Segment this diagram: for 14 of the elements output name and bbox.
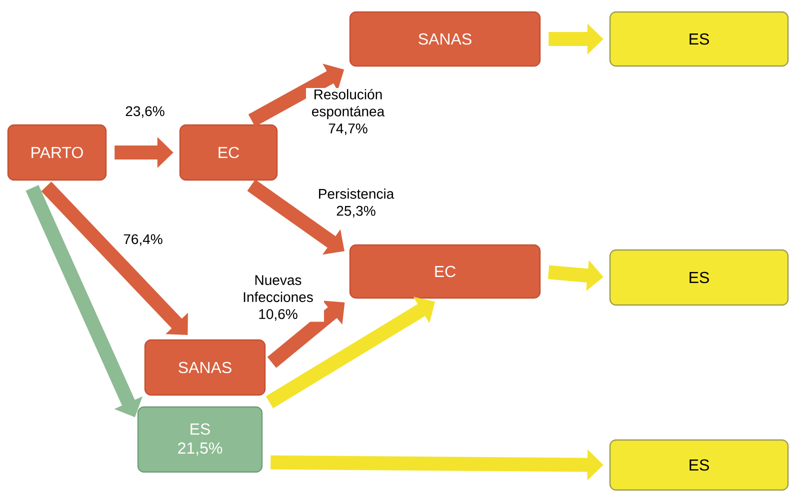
edge-label: Resolución espontánea 74,7% — [306, 88, 390, 136]
edge-label: 76,4% — [122, 233, 164, 247]
flow-box: ES 21,5% — [137, 406, 263, 473]
flow-box: SANAS — [144, 339, 266, 396]
flow-box: SANAS — [349, 11, 541, 67]
flow-box: ES — [609, 11, 789, 67]
flow-box: EC — [179, 124, 278, 181]
edge-label: Persistencia 25,3% — [310, 188, 402, 218]
flow-box: PARTO — [7, 124, 107, 181]
flow-box: ES — [609, 439, 789, 491]
edge-label: Nuevas Infecciones 10,6% — [232, 274, 324, 322]
edge-label: 23,6% — [124, 105, 166, 119]
flow-box: EC — [349, 244, 541, 299]
flow-box: ES — [609, 249, 789, 306]
